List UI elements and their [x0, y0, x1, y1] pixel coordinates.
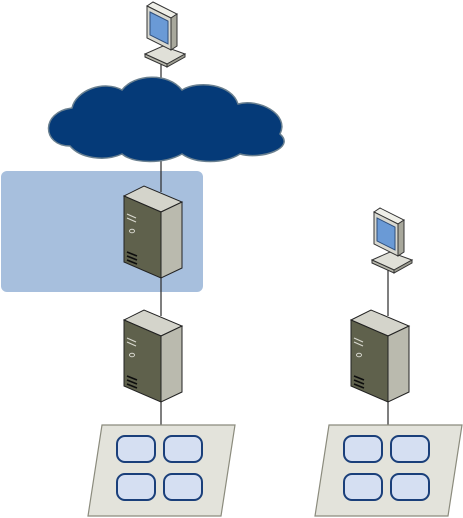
- storage-array-right-icon: [315, 425, 462, 516]
- server-in-zone-icon: [124, 186, 182, 278]
- server-right-icon: [351, 310, 409, 402]
- workstation-right-icon: [372, 208, 412, 273]
- workstation-top-icon: [145, 2, 185, 67]
- network-cloud-icon: [49, 77, 285, 161]
- storage-array-left-icon: [88, 425, 235, 516]
- server-middle-icon: [124, 310, 182, 402]
